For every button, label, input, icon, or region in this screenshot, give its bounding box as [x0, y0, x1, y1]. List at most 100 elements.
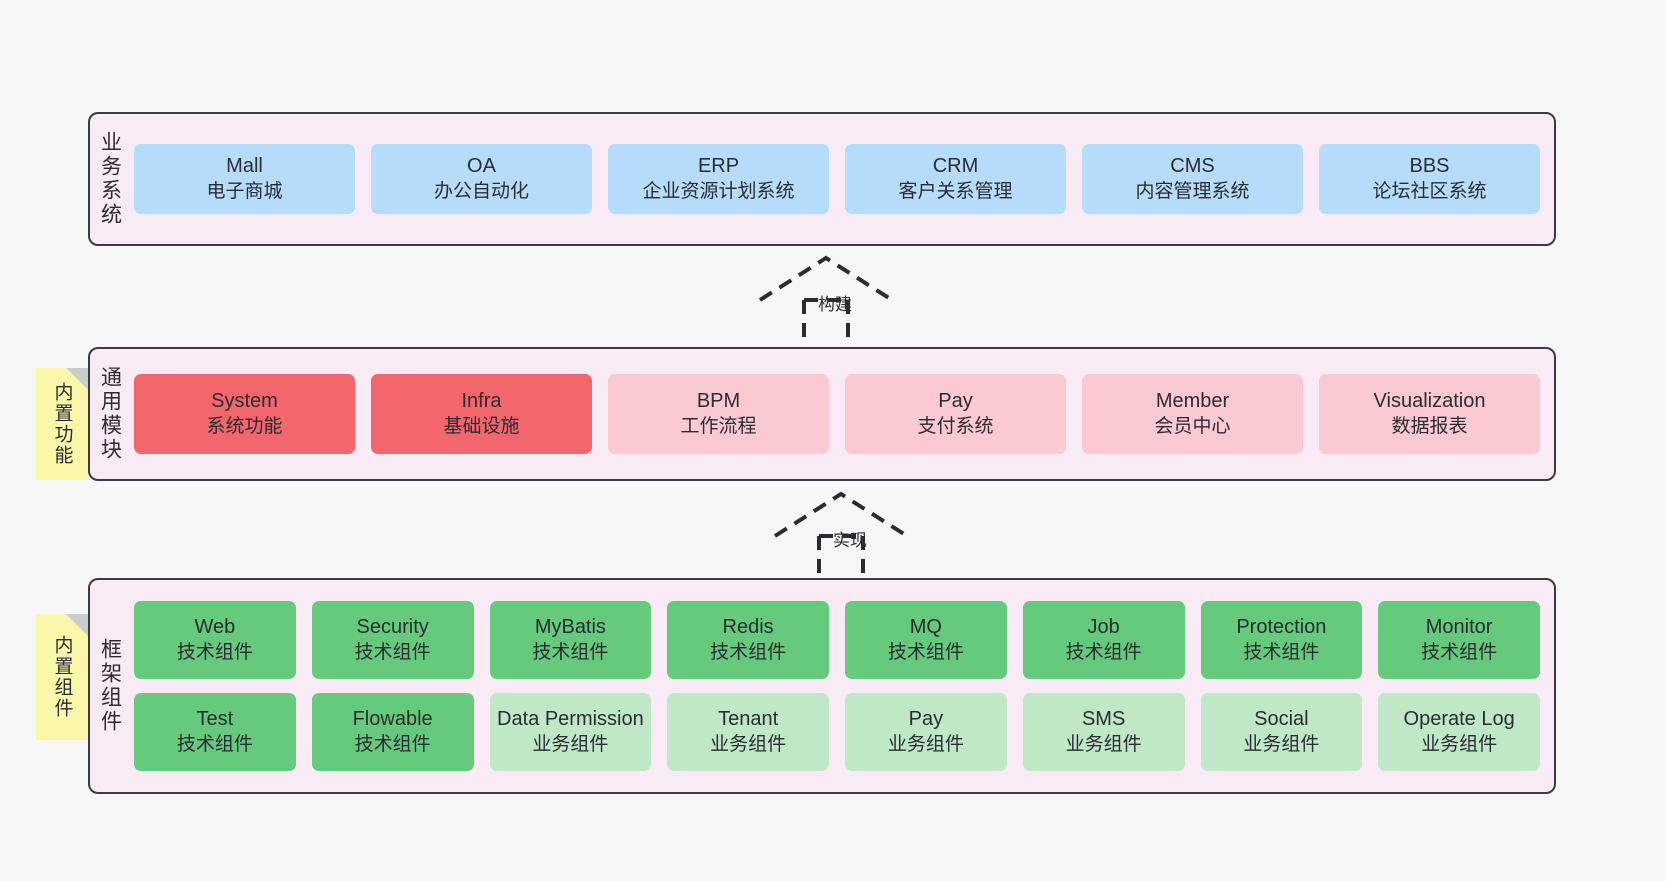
card-redis[interactable]: Redis 技术组件 — [667, 601, 829, 679]
card-pay[interactable]: Pay 支付系统 — [845, 374, 1066, 454]
card-mq[interactable]: MQ 技术组件 — [845, 601, 1007, 679]
card-title: BPM — [696, 390, 741, 413]
card-subtitle: 电子商城 — [206, 180, 283, 202]
layer-title-common-modules: 通用模块 — [98, 366, 122, 462]
layer-body-framework-components: Web 技术组件 Security 技术组件 MyBatis 技术组件 Redi… — [130, 580, 1554, 792]
card-tenant[interactable]: Tenant 业务组件 — [667, 693, 829, 771]
card-subtitle: 系统功能 — [206, 415, 283, 437]
card-subtitle: 论坛社区系统 — [1372, 180, 1487, 202]
note-builtin-features-text: 内置功能 — [51, 382, 73, 466]
card-member[interactable]: Member 会员中心 — [1082, 374, 1303, 454]
card-title: Pay — [938, 390, 973, 413]
card-title: Tenant — [718, 708, 779, 731]
card-title: Test — [196, 708, 234, 731]
card-subtitle: 支付系统 — [917, 415, 994, 437]
card-title: CMS — [1170, 155, 1215, 178]
connector-build: 构建 — [740, 250, 960, 346]
card-subtitle: 技术组件 — [887, 641, 964, 663]
card-title: BBS — [1409, 155, 1450, 178]
card-system[interactable]: System 系统功能 — [134, 374, 355, 454]
card-title: Monitor — [1425, 616, 1493, 639]
implement-arrow-icon — [773, 491, 909, 582]
card-flowable[interactable]: Flowable 技术组件 — [311, 693, 474, 771]
card-visualization[interactable]: Visualization 数据报表 — [1319, 374, 1540, 454]
card-web[interactable]: Web 技术组件 — [134, 601, 296, 679]
card-title: MyBatis — [534, 616, 606, 639]
card-title: SMS — [1081, 708, 1126, 731]
card-subtitle: 业务组件 — [1243, 733, 1320, 755]
card-subtitle: 技术组件 — [532, 641, 609, 663]
card-operate-log[interactable]: Operate Log 业务组件 — [1378, 693, 1540, 771]
build-arrow-icon — [758, 255, 894, 346]
layer-body-business-systems: Mall 电子商城 OA 办公自动化 ERP 企业资源计划系统 CRM 客户关系… — [130, 114, 1554, 244]
card-title: CRM — [932, 155, 979, 178]
card-bbs[interactable]: BBS 论坛社区系统 — [1319, 144, 1540, 214]
card-monitor[interactable]: Monitor 技术组件 — [1378, 601, 1540, 679]
card-subtitle: 业务组件 — [710, 733, 787, 755]
row-common-modules: System 系统功能 Infra 基础设施 BPM 工作流程 Pay 支付系统… — [134, 374, 1540, 454]
card-title: Social — [1254, 708, 1309, 731]
card-subtitle: 办公自动化 — [433, 180, 529, 202]
card-subtitle: 技术组件 — [354, 641, 431, 663]
row-business-components: Test 技术组件 Flowable 技术组件 Data Permission … — [134, 693, 1540, 771]
card-oa[interactable]: OA 办公自动化 — [371, 144, 592, 214]
card-subtitle: 基础设施 — [443, 415, 520, 437]
card-subtitle: 客户关系管理 — [898, 180, 1013, 202]
layer-business-systems: 业务系统 Mall 电子商城 OA 办公自动化 ERP 企业资源计划系统 CRM… — [88, 112, 1556, 246]
note-builtin-components: 内置组件 — [36, 614, 88, 740]
card-title: Operate Log — [1403, 708, 1515, 731]
connector-implement-label: 实现 — [833, 531, 867, 550]
card-title: Data Permission — [497, 708, 644, 731]
card-pay-business[interactable]: Pay 业务组件 — [845, 693, 1007, 771]
card-subtitle: 技术组件 — [1065, 641, 1142, 663]
card-title: Flowable — [352, 708, 433, 731]
card-subtitle: 技术组件 — [176, 641, 253, 663]
card-subtitle: 技术组件 — [710, 641, 787, 663]
card-title: Infra — [461, 390, 502, 413]
card-subtitle: 技术组件 — [176, 733, 253, 755]
layer-title-framework-components: 框架组件 — [98, 638, 122, 734]
card-subtitle: 会员中心 — [1154, 415, 1231, 437]
connector-implement: 实现 — [755, 486, 975, 582]
card-subtitle: 业务组件 — [887, 733, 964, 755]
card-protection[interactable]: Protection 技术组件 — [1200, 601, 1363, 679]
card-mybatis[interactable]: MyBatis 技术组件 — [489, 601, 652, 679]
card-title: OA — [467, 155, 496, 178]
card-title: Web — [194, 616, 236, 639]
card-cms[interactable]: CMS 内容管理系统 — [1082, 144, 1303, 214]
card-subtitle: 工作流程 — [680, 415, 757, 437]
card-crm[interactable]: CRM 客户关系管理 — [845, 144, 1066, 214]
card-test[interactable]: Test 技术组件 — [134, 693, 296, 771]
card-data-permission[interactable]: Data Permission 业务组件 — [489, 693, 652, 771]
card-title: Redis — [722, 616, 774, 639]
row-business-systems: Mall 电子商城 OA 办公自动化 ERP 企业资源计划系统 CRM 客户关系… — [134, 144, 1540, 214]
card-subtitle: 内容管理系统 — [1135, 180, 1250, 202]
card-title: Protection — [1236, 616, 1327, 639]
card-title: Mall — [226, 155, 263, 178]
card-title: Pay — [908, 708, 944, 731]
card-title: Security — [356, 616, 429, 639]
card-subtitle: 业务组件 — [532, 733, 609, 755]
card-subtitle: 数据报表 — [1391, 415, 1468, 437]
card-subtitle: 业务组件 — [1065, 733, 1142, 755]
card-mall[interactable]: Mall 电子商城 — [134, 144, 355, 214]
layer-common-modules: 通用模块 System 系统功能 Infra 基础设施 BPM 工作流程 Pay… — [88, 347, 1556, 481]
layer-framework-components: 框架组件 Web 技术组件 Security 技术组件 MyBatis 技术组件… — [88, 578, 1556, 794]
card-bpm[interactable]: BPM 工作流程 — [608, 374, 829, 454]
card-title: Job — [1087, 616, 1120, 639]
card-subtitle: 业务组件 — [1421, 733, 1498, 755]
card-sms[interactable]: SMS 业务组件 — [1022, 693, 1185, 771]
card-erp[interactable]: ERP 企业资源计划系统 — [608, 144, 829, 214]
card-job[interactable]: Job 技术组件 — [1022, 601, 1185, 679]
card-title: Visualization — [1373, 390, 1486, 413]
card-title: MQ — [909, 616, 942, 639]
card-security[interactable]: Security 技术组件 — [311, 601, 474, 679]
connector-build-label: 构建 — [818, 295, 852, 314]
card-social[interactable]: Social 业务组件 — [1200, 693, 1363, 771]
card-subtitle: 技术组件 — [1243, 641, 1320, 663]
card-infra[interactable]: Infra 基础设施 — [371, 374, 592, 454]
note-builtin-features: 内置功能 — [36, 368, 88, 480]
layer-body-common-modules: System 系统功能 Infra 基础设施 BPM 工作流程 Pay 支付系统… — [130, 349, 1554, 479]
card-subtitle: 技术组件 — [1421, 641, 1498, 663]
